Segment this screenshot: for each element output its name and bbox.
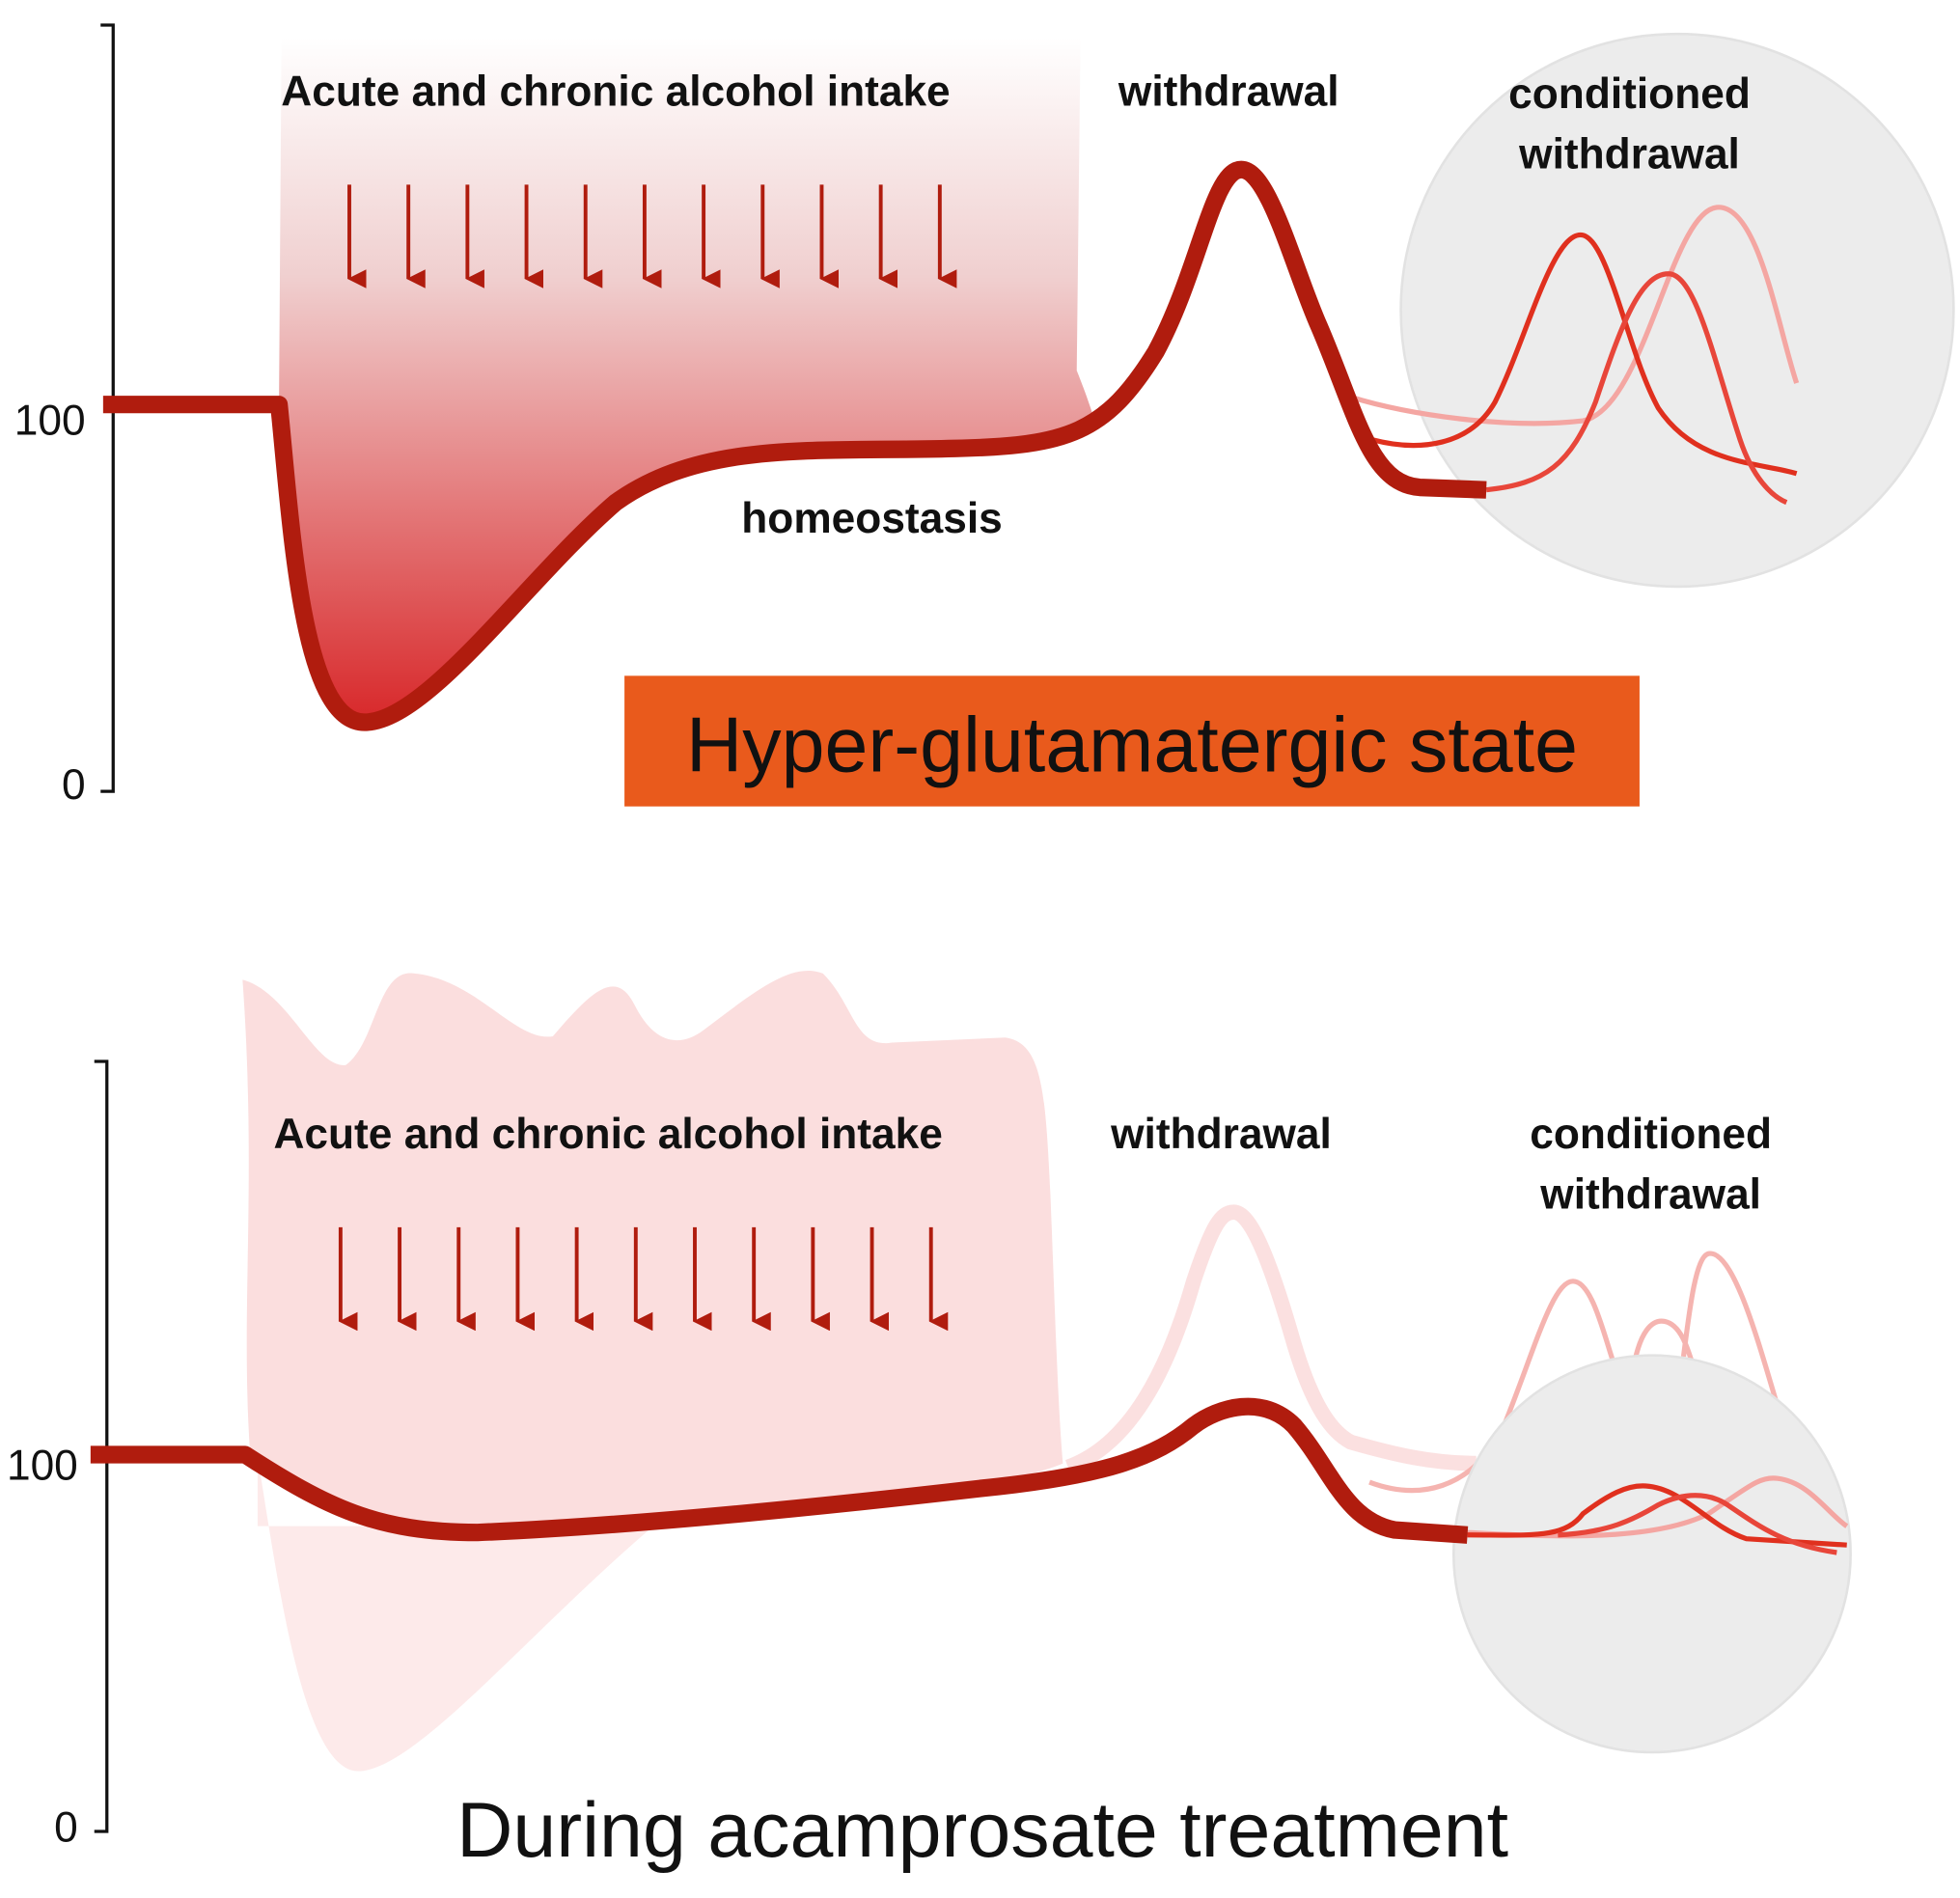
conditioned-curve-2 [1558, 1493, 1837, 1555]
y-tick-100: 100 [7, 1443, 78, 1490]
conditioned-curve-1 [1467, 1483, 1847, 1548]
intake-shaded-region [279, 38, 1096, 723]
glutamate-curve [102, 160, 1487, 731]
conditioned-label-line1: conditioned [1530, 1111, 1772, 1158]
top-panel: 100 0 Acute and chronic alcohol intake w… [14, 23, 1955, 809]
intake-arrows [347, 184, 957, 289]
conditioned-withdrawal-circle [1451, 1354, 1852, 1754]
intake-label: Acute and chronic alcohol intake [273, 1111, 942, 1158]
conditioned-curve-2 [1485, 271, 1788, 506]
faded-withdrawal-peak [1064, 1204, 1477, 1474]
conditioned-curve-light [1349, 205, 1800, 426]
y-tick-100: 100 [14, 397, 86, 444]
state-box [624, 675, 1640, 807]
y-tick-0: 0 [54, 1803, 78, 1851]
glutamate-curve [90, 1397, 1469, 1544]
y-tick-0: 0 [62, 761, 86, 809]
conditioned-label-line2: withdrawal [1518, 130, 1740, 178]
state-label: Hyper-glutamatergic state [686, 701, 1578, 788]
bottom-panel: 100 0 Acute and chronic alcohol intake w… [7, 970, 1852, 1874]
conditioned-label-line2: withdrawal [1539, 1170, 1761, 1218]
panel-title: During acamprosate treatment [456, 1787, 1508, 1874]
conditioned-withdrawal-circle [1399, 32, 1955, 589]
faded-conditioned-curves [1368, 1251, 1781, 1494]
withdrawal-label: withdrawal [1118, 68, 1339, 115]
homeostasis-label: homeostasis [741, 495, 1003, 542]
intake-label: Acute and chronic alcohol intake [281, 68, 950, 115]
conditioned-curve-1 [1370, 232, 1798, 477]
conditioned-label-line1: conditioned [1508, 70, 1751, 118]
withdrawal-label: withdrawal [1110, 1111, 1332, 1158]
intake-arrows [338, 1226, 949, 1332]
intake-shaded-region [242, 970, 1063, 1535]
